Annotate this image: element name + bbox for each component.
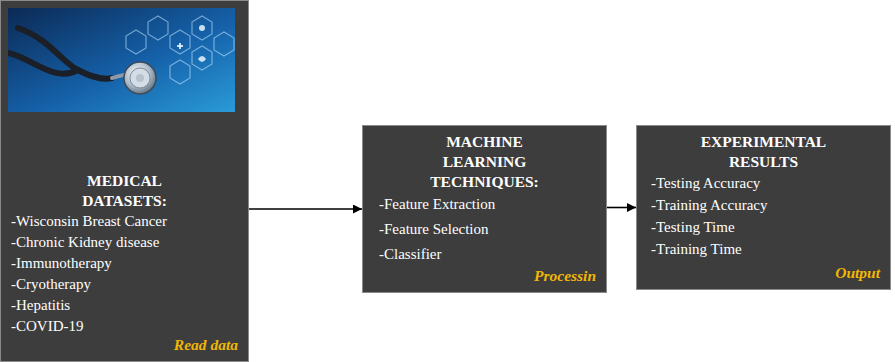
process-box: EXPERIMENTAL RESULTS-Testing Accuracy-Tr… [636,125,891,290]
stethoscope-picture [8,8,235,112]
list-item: -Classifier [363,242,606,267]
list-item: -Cryotherapy [1,274,248,295]
list-item: -Feature Selection [363,217,606,242]
list-item: -Feature Extraction [363,192,606,217]
list-item: -Immunotherapy [1,253,248,274]
stage-tag: Processin [534,266,596,286]
stage-tag: Read data [174,335,238,355]
list-item: -Testing Time [637,216,890,238]
flow-arrow [607,207,636,209]
list-item: -Testing Accuracy [637,172,890,194]
list-item: -Training Time [637,238,890,260]
process-box: MACHINE LEARNING TECHNIQUES:-Feature Ext… [362,125,607,293]
box-heading: MACHINE LEARNING TECHNIQUES: [424,132,546,192]
list-item: -Hepatitis [1,295,248,316]
list-item: -Chronic Kidney disease [1,232,248,253]
list-item: -COVID-19 [1,316,248,337]
stage-tag: Output [835,263,880,283]
list-item: -Training Accuracy [637,194,890,216]
box-heading: MEDICAL DATASETS: [66,171,184,211]
box-heading: EXPERIMENTAL RESULTS [694,132,834,172]
list-item: -Wisconsin Breast Cancer [1,211,248,232]
flow-arrow [249,208,362,210]
